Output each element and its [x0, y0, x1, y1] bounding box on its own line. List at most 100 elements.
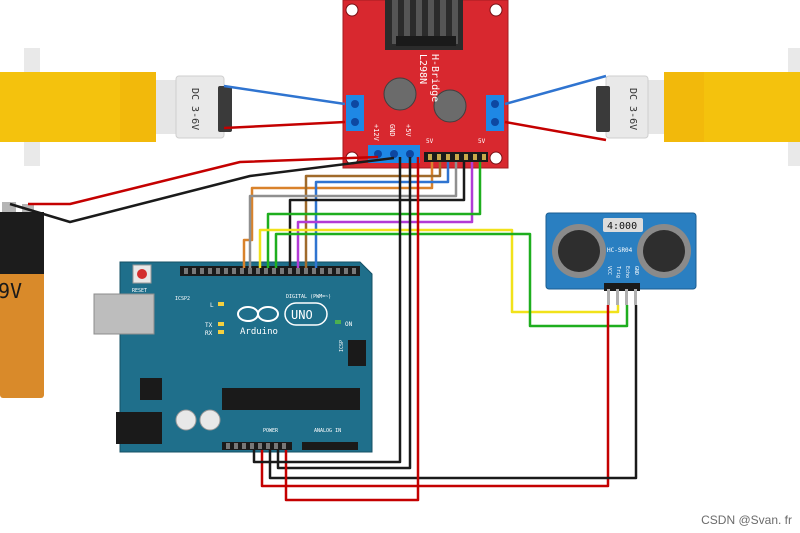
- wire-in-orange: [242, 162, 434, 268]
- motor-left-gearbox-end: [120, 72, 156, 142]
- wire-sensor-gnd: [268, 305, 638, 480]
- wire-battery-minus: [9, 156, 395, 224]
- arduino-logo: [237, 302, 328, 326]
- wire-motor-right-b: [504, 120, 607, 142]
- battery-terminal-minus: [2, 202, 16, 212]
- driver-terminal-out-a: [346, 95, 364, 131]
- driver-title: L298N: [417, 54, 428, 84]
- wire-trig-yellow: [258, 228, 620, 314]
- motor-left: DC 3-6V: [0, 48, 232, 166]
- battery-terminal-plus: [22, 204, 34, 212]
- driver-mount-hole: [489, 151, 503, 165]
- ultrasonic-sensor: 4:000 HC-SR04 VCC Trig Echo GND: [545, 212, 697, 305]
- arduino-icsp-label: ICSP: [339, 340, 345, 352]
- arduino-brand: Arduino: [240, 327, 278, 337]
- driver-pin-5v: +5V: [404, 124, 412, 137]
- wire-driver-gnd-2: [252, 157, 402, 464]
- arduino-digital-label: DIGITAL (PWM=~): [286, 294, 331, 300]
- driver-mount-hole: [489, 3, 503, 17]
- driver-terminal-out-b: [486, 95, 504, 131]
- wire-battery-plus: [28, 155, 379, 206]
- driver-capacitor: [433, 89, 467, 123]
- wire-in-blue: [314, 162, 450, 268]
- arduino-led-on: [335, 320, 341, 324]
- arduino-led-tx-label: TX: [205, 322, 213, 329]
- motor-right: DC 3-6V: [596, 48, 800, 166]
- arduino-led-tx: [218, 322, 224, 326]
- arduino-analog-label: ANALOG IN: [314, 428, 341, 434]
- battery: 9V: [0, 202, 44, 398]
- arduino-power-header: [222, 442, 292, 450]
- driver-pin-gnd: GND: [388, 124, 396, 137]
- sensor-transducer-right-mesh: [643, 230, 685, 272]
- arduino-capacitor: [175, 409, 197, 431]
- motor-left-collar: [156, 80, 176, 134]
- terminal-screw: [491, 118, 499, 126]
- wire-in-purple: [296, 162, 474, 268]
- wires: [9, 74, 638, 502]
- sensor-pin-vcc: VCC: [606, 266, 612, 275]
- motor-right-label: DC 3-6V: [627, 88, 638, 130]
- motor-right-body: [605, 75, 649, 139]
- driver-subtitle: H-Bridge: [429, 54, 440, 102]
- wire-echo-green: [274, 232, 629, 328]
- arduino-digital-header: [180, 266, 360, 276]
- terminal-screw: [390, 150, 398, 158]
- reset-button-cap: [137, 269, 147, 279]
- terminal-screw: [406, 150, 414, 158]
- driver-pin-12v: +12V: [372, 124, 380, 142]
- arduino-analog-header: [302, 442, 358, 450]
- arduino-uno: RESET ICSP2 DIGITAL (PWM=~) L TX RX: [93, 261, 373, 453]
- wire-in-green-short: [266, 162, 482, 268]
- arduino-regulator: [140, 378, 162, 400]
- wire-motor-left-a: [223, 84, 346, 106]
- sensor-crystal: [603, 218, 643, 232]
- arduino-mcu-chip: [222, 388, 360, 410]
- sensor-pin-trig: Trig: [615, 266, 621, 278]
- arduino-on-label: ON: [345, 321, 353, 328]
- arduino-led-l: [218, 302, 224, 306]
- wire-sensor-vcc: [260, 305, 610, 488]
- driver-pin-5v-small: 5V: [478, 138, 486, 145]
- wire-driver-5v: [284, 157, 420, 502]
- sensor-display: 4:000: [607, 221, 637, 232]
- motor-left-gearbox: [0, 72, 132, 142]
- sensor-pin-gnd: GND: [633, 266, 639, 275]
- watermark: CSDN @Svan. fr: [701, 513, 792, 527]
- motor-left-endcap: [218, 86, 232, 132]
- motor-right-gearbox-end: [664, 72, 704, 142]
- driver-header-pins: [424, 152, 488, 162]
- arduino-capacitor: [199, 409, 221, 431]
- arduino-led-rx: [218, 330, 224, 334]
- arduino-model: UNO: [291, 308, 313, 322]
- terminal-screw: [491, 100, 499, 108]
- wire-motor-left-b: [223, 120, 346, 130]
- terminal-screw: [351, 100, 359, 108]
- wire-motor-right-a: [504, 74, 607, 106]
- arduino-usb-port: [93, 293, 155, 335]
- arduino-icsp-header: [348, 340, 366, 366]
- wire-in-grey: [248, 162, 458, 268]
- arduino-power-jack: [116, 412, 162, 444]
- sensor-transducer-left-mesh: [558, 230, 600, 272]
- arduino-led-l-label: L: [210, 302, 214, 309]
- battery-label: 9V: [0, 279, 22, 303]
- driver-capacitor: [383, 77, 417, 111]
- wire-driver-gnd: [276, 157, 412, 470]
- driver-mount-hole: [345, 3, 359, 17]
- sensor-pin-echo: Echo: [624, 266, 630, 278]
- arduino-led-rx-label: RX: [205, 330, 213, 337]
- motor-left-label: DC 3-6V: [189, 88, 200, 130]
- motor-right-endcap: [596, 86, 610, 132]
- sensor-model: HC-SR04: [607, 247, 633, 254]
- battery-top-band: [0, 212, 44, 274]
- driver-heatsink: [385, 0, 463, 50]
- motor-right-collar: [646, 80, 664, 134]
- arduino-reset-label: RESET: [132, 288, 147, 294]
- sensor-header-pins: [604, 283, 640, 305]
- driver-pin-5v-small: 5V: [426, 138, 434, 145]
- motor-driver-l298n: L298N H-Bridge +12V GND +5V 5V 5V: [342, 0, 509, 169]
- terminal-screw: [351, 118, 359, 126]
- arduino-icsp2-label: ICSP2: [175, 296, 190, 302]
